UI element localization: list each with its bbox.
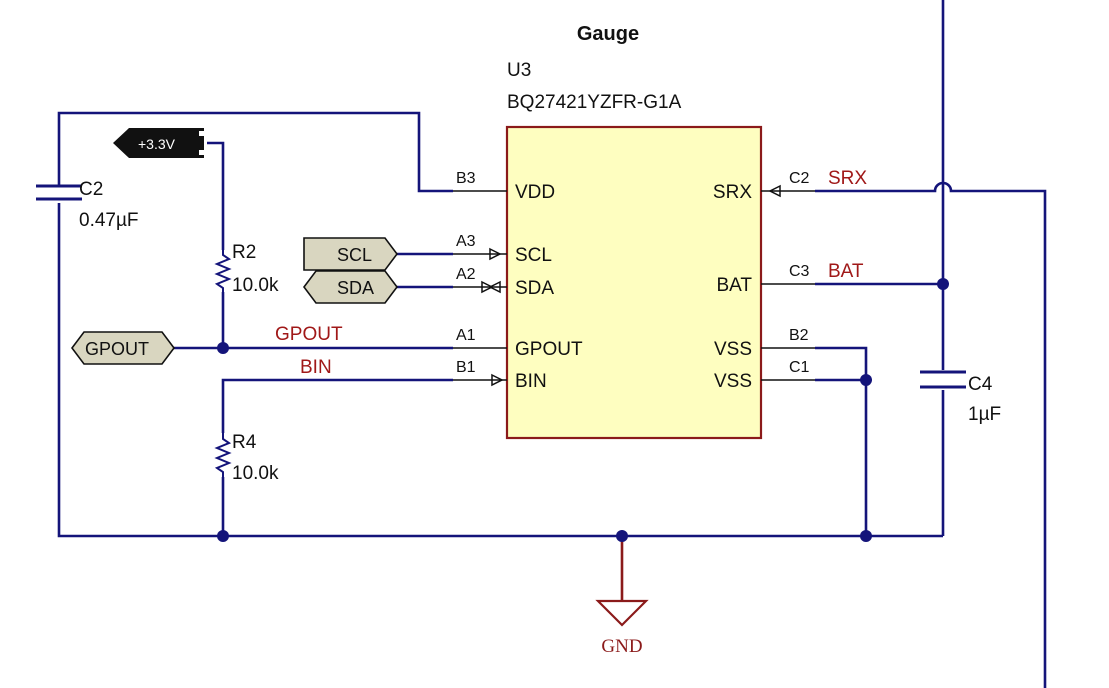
bidir-arrow-icon	[488, 280, 501, 294]
input-arrow-icon	[491, 373, 504, 387]
bin-wire	[221, 378, 453, 433]
power-flag-label: +3.3V	[138, 136, 176, 152]
pin-name-srx: SRX	[713, 182, 752, 203]
junction-dot	[860, 374, 872, 386]
r4-value: 10.0k	[232, 463, 279, 484]
port-label-scl: SCL	[337, 245, 372, 265]
resistor-r2[interactable]: R2 10.0k	[214, 242, 279, 296]
pin-name-vdd: VDD	[515, 182, 555, 203]
r4-ref: R4	[232, 432, 257, 453]
c4-ref: C4	[968, 374, 993, 395]
junction-dot	[937, 278, 949, 290]
c2-ref: C2	[79, 179, 103, 200]
pin-name-scl: SCL	[515, 245, 552, 266]
pin-name-gpout: GPOUT	[515, 339, 583, 360]
port-gpout[interactable]: GPOUT	[71, 331, 175, 365]
input-arrow-icon	[768, 184, 781, 198]
bidir-arrow-icon	[481, 280, 494, 294]
c2-value: 0.47µF	[79, 210, 139, 231]
pullup-wire	[207, 141, 225, 250]
junction-dot	[217, 342, 229, 354]
junction-dot	[616, 530, 628, 542]
pin-number: B2	[789, 327, 809, 344]
pin-name-vss: VSS	[714, 339, 752, 360]
ground-rail	[57, 203, 943, 538]
r2-ref: R2	[232, 242, 256, 263]
capacitor-c4[interactable]: C4 1µF	[920, 370, 1001, 425]
pin-number: B1	[456, 359, 476, 376]
pin-number: C2	[789, 170, 810, 187]
resistor-r4[interactable]: R4 10.0k	[214, 432, 279, 484]
pin-name-vss: VSS	[714, 371, 752, 392]
pin-number: A1	[456, 327, 476, 344]
pin-name-bin: BIN	[515, 371, 547, 392]
net-label-bin: BIN	[300, 357, 332, 378]
capacitor-c2[interactable]: C2 0.47µF	[36, 179, 139, 231]
diagram-title: Gauge	[577, 23, 639, 45]
junction-dot	[217, 530, 229, 542]
ic-ref: U3	[507, 60, 531, 81]
gnd-label: GND	[601, 636, 642, 657]
net-label-srx: SRX	[828, 168, 867, 189]
pin-arrow-icons	[481, 184, 781, 387]
port-scl[interactable]: SCL	[303, 237, 398, 271]
pin-number: A2	[456, 266, 476, 283]
pin-number: B3	[456, 170, 476, 187]
ic-part-number: BQ27421YZFR-G1A	[507, 92, 682, 113]
vdd-wire	[57, 111, 453, 193]
junction-dots	[217, 278, 949, 542]
ground-icon	[595, 599, 649, 627]
srx-wire	[815, 181, 1047, 688]
port-sda[interactable]: SDA	[303, 270, 398, 304]
pin-name-bat: BAT	[716, 275, 752, 296]
net-label-bat: BAT	[828, 261, 864, 282]
pin-number: C1	[789, 359, 810, 376]
input-arrow-icon	[489, 247, 502, 261]
junction-dot	[860, 530, 872, 542]
net-label-gpout: GPOUT	[275, 324, 343, 345]
ground-symbol[interactable]: GND	[595, 599, 649, 657]
power-flag-3v3[interactable]: +3.3V	[113, 128, 204, 158]
vss-b2-wire	[815, 346, 868, 536]
port-label-gpout: GPOUT	[85, 339, 149, 359]
pin-name-sda: SDA	[515, 278, 554, 299]
r2-value: 10.0k	[232, 275, 279, 296]
pin-number: A3	[456, 233, 476, 250]
ic-body[interactable]	[505, 125, 763, 440]
port-label-sda: SDA	[337, 278, 374, 298]
c4-value: 1µF	[968, 404, 1001, 425]
pin-number: C3	[789, 263, 810, 280]
